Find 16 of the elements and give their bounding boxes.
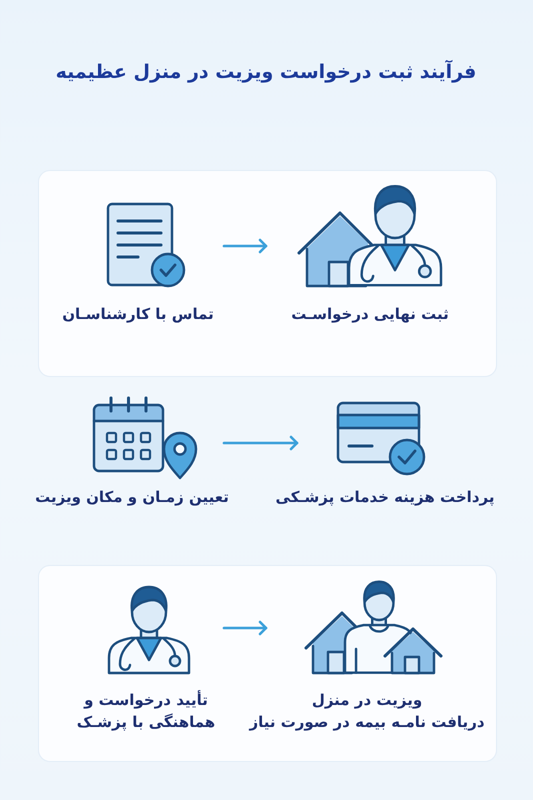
- houses-person-icon: [304, 580, 443, 675]
- card-check-icon: [336, 401, 426, 476]
- arrow: [222, 620, 268, 636]
- step-caption: تعیین زمـان و مکان ویزیت: [35, 487, 229, 508]
- arrow: [222, 436, 298, 450]
- step-caption: ویزیت در منزل: [312, 690, 422, 711]
- step-caption: دریافت نامـه بیمه در صورت نیاز: [249, 712, 485, 733]
- step-caption: تماس با کارشناسـان: [62, 304, 214, 325]
- house-doctor-icon: [297, 184, 443, 288]
- calendar-pin-icon: [92, 396, 198, 480]
- title: فرآیند ثبت درخواست ویزیت در منزل عظیمیه: [56, 59, 476, 85]
- step-caption: ثبت نهایی درخواسـت: [291, 304, 449, 325]
- doctor-icon: [107, 585, 191, 675]
- step-caption: پرداخت هزینه خدمات پزشـکی: [276, 487, 494, 508]
- step-caption: تأیید درخواست و هماهنگی با پزشـک: [76, 689, 216, 733]
- document-check-icon: [106, 202, 186, 288]
